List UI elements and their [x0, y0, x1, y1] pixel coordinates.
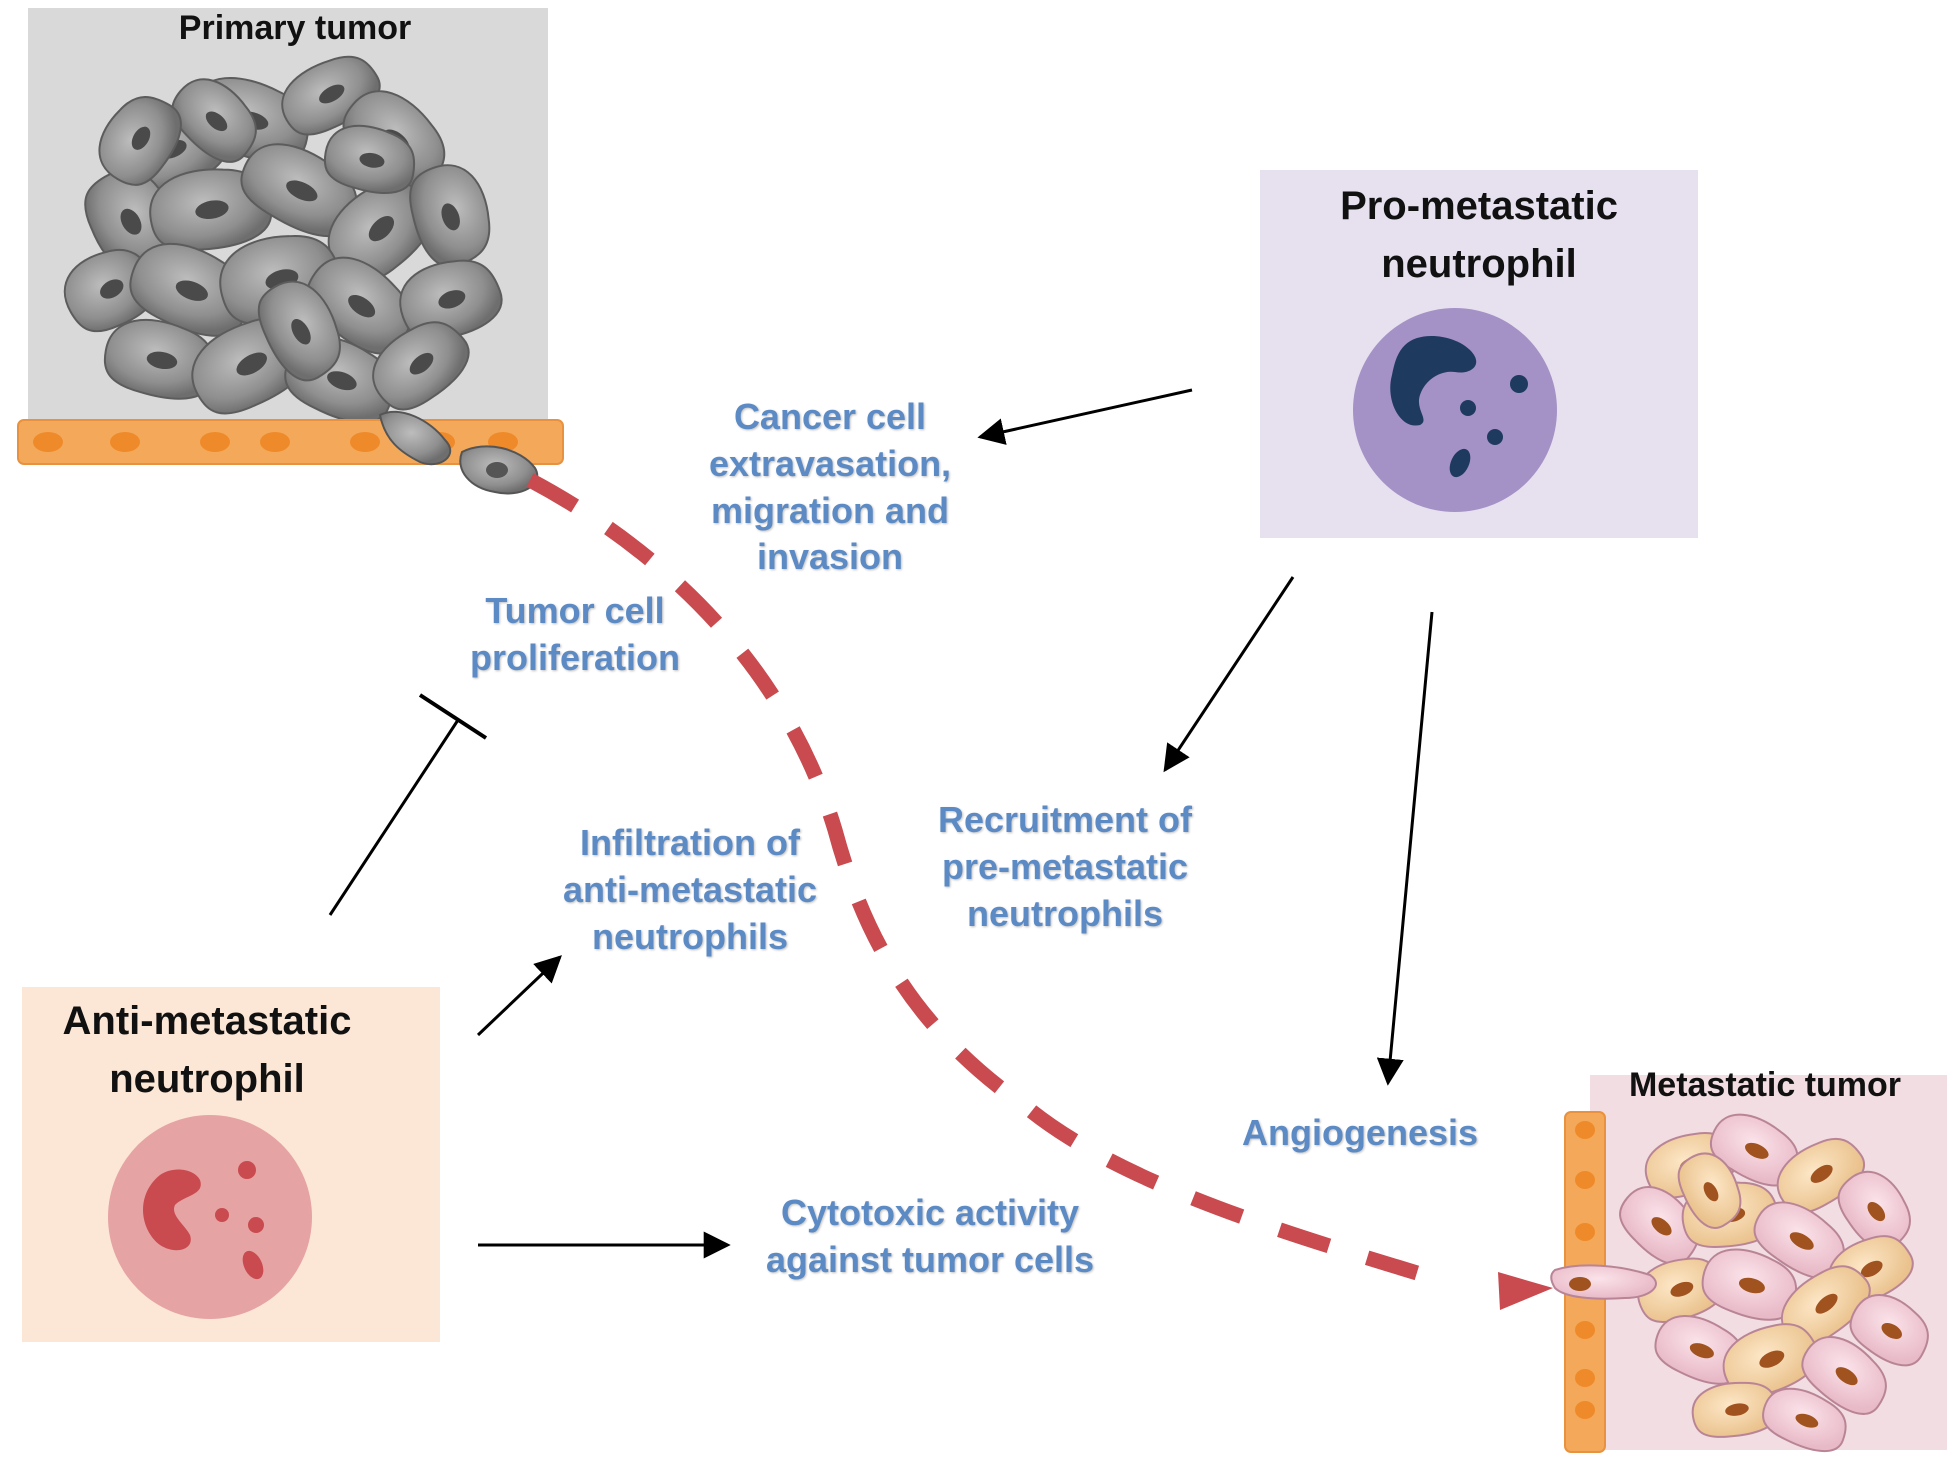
arrow-to-infiltration-icon — [476, 955, 562, 1037]
primary-tumor-cell-cluster-icon — [63, 55, 503, 424]
cytotoxic-line-2: against tumor cells — [765, 1238, 1095, 1280]
pro-metastatic-neutrophil-icon — [1353, 308, 1557, 512]
extravasation-line-4: invasion — [756, 536, 904, 578]
tumor-cell — [84, 169, 175, 273]
tumor-cell — [1849, 1294, 1929, 1367]
recruitment-line-3: neutrophils — [967, 892, 1163, 934]
infiltration-line-1: Infiltration of — [580, 822, 800, 863]
primary-tumor-title: Primary tumor — [178, 9, 412, 47]
tumor-cell — [1677, 1152, 1742, 1229]
tumor-cell — [149, 168, 273, 252]
recruitment-label: Recruitment of pre-metastatic neutrophil… — [900, 797, 1230, 937]
tumor-cell — [323, 124, 416, 194]
escaping-tumor-cell-icon — [378, 410, 539, 495]
proliferation-line-2: proliferation — [469, 636, 680, 678]
anti-metastatic-title-line-1: Anti-metastatic — [62, 999, 352, 1043]
metastasis-route-arrowhead-icon — [1498, 1272, 1553, 1310]
tumor-cell — [372, 321, 470, 411]
cytotoxic-label: Cytotoxic activity against tumor cells — [740, 1190, 1120, 1284]
anti-metastatic-title-line-2: neutrophil — [109, 1057, 305, 1101]
pro-metastatic-title: Pro-metastatic neutrophil — [1260, 177, 1698, 293]
tumor-cell — [1619, 1186, 1700, 1265]
tumor-cell — [1776, 1137, 1865, 1214]
tumor-cell — [409, 164, 491, 268]
pro-metastatic-title-line-2: neutrophil — [1381, 242, 1577, 286]
recruitment-line-1: Recruitment of — [937, 799, 1193, 840]
recruitment-line-2: pre-metastatic — [941, 845, 1189, 887]
tumor-cell — [257, 280, 341, 382]
extravasation-line-2: extravasation, — [708, 442, 952, 484]
infiltration-line-3: neutrophils — [592, 915, 788, 957]
metastasis-route-dashed-path — [526, 473, 1443, 1288]
angiogenesis-label: Angiogenesis — [1241, 1112, 1479, 1153]
infiltration-line-2: anti-metastatic — [562, 868, 818, 910]
tumor-cell — [98, 95, 182, 186]
metastatic-tumor-cell-cluster-icon — [1619, 1113, 1929, 1453]
proliferation-label: Tumor cell proliferation — [430, 588, 720, 682]
extravasation-line-3: migration and — [710, 489, 949, 531]
pro-metastatic-title-line-1: Pro-metastatic — [1340, 184, 1618, 228]
cytotoxic-line-1: Cytotoxic activity — [780, 1192, 1080, 1233]
proliferation-line-1: Tumor cell — [485, 590, 665, 631]
anti-metastatic-title: Anti-metastatic neutrophil — [22, 992, 392, 1108]
anti-metastatic-neutrophil-icon — [108, 1115, 312, 1319]
metastatic-tumor-title: Metastatic tumor — [1628, 1066, 1902, 1104]
arrow-to-recruitment-icon — [1163, 576, 1295, 773]
infiltration-label: Infiltration of anti-metastatic neutroph… — [530, 820, 850, 960]
arriving-tumor-cell-icon — [1550, 1264, 1657, 1300]
tumor-cell — [1762, 1387, 1847, 1453]
tumor-cell — [103, 318, 215, 400]
extravasation-line-1: Cancer cell — [733, 396, 927, 437]
tumor-cell — [1654, 1314, 1745, 1385]
extravasation-label: Cancer cell extravasation, migration and… — [660, 394, 1000, 581]
arrow-to-angiogenesis-icon — [1376, 611, 1434, 1086]
inhibition-bar-icon — [328, 693, 488, 916]
tumor-cell — [1801, 1336, 1887, 1415]
arrow-to-extravasation-icon — [977, 388, 1193, 445]
